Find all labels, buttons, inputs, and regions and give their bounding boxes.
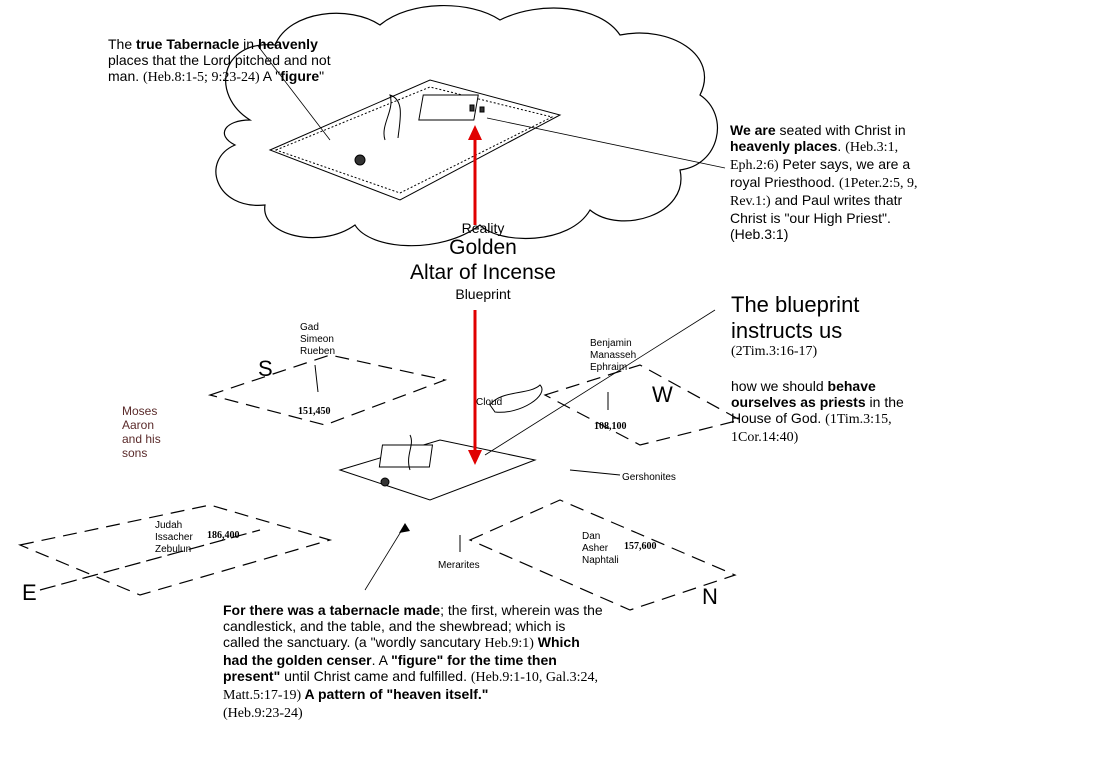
compass-s: S xyxy=(258,356,273,381)
east-count: 186,400 xyxy=(207,530,240,541)
heavenly-tabernacle xyxy=(268,79,562,201)
north-count: 151,450 xyxy=(298,406,331,417)
blueprint-body: how we should behave ourselves as priest… xyxy=(731,378,904,445)
tabernacle-made-note: For there was a tabernacle made; the fir… xyxy=(223,602,603,721)
merarites-label: Merarites xyxy=(438,560,480,571)
altar-label: Altar of Incense xyxy=(410,261,556,284)
golden-label: Golden xyxy=(449,236,517,259)
east-tribes: Judah Issacher Zebulun xyxy=(155,520,193,555)
camp-diagram xyxy=(17,354,742,611)
blueprint-ref: (2Tim.3:16-17) xyxy=(731,344,818,359)
gershonites-label: Gershonites xyxy=(622,472,676,483)
camp-tabernacle xyxy=(314,364,621,552)
north-tribes: Gad Simeon Rueben xyxy=(300,322,336,357)
compass-e: E xyxy=(22,580,37,605)
cloud-label: Cloud xyxy=(476,397,503,408)
blueprint-label: Blueprint xyxy=(455,286,511,302)
compass-w: W xyxy=(652,382,673,407)
west-tribes: Benjamin Manasseh Ephraim xyxy=(590,338,637,373)
cloud-note: The true Tabernacle in heavenly places t… xyxy=(108,36,331,85)
blueprint-title: The blueprint instructs us xyxy=(731,292,860,343)
reality-blueprint-arrows xyxy=(468,125,482,465)
south-count: 157,600 xyxy=(624,541,657,552)
priests-label: Moses Aaron and his sons xyxy=(122,404,161,460)
blueprint-note: The blueprint instructs us (2Tim.3:16-17… xyxy=(731,292,941,446)
west-count: 108,100 xyxy=(594,421,627,432)
heaven-cloud xyxy=(215,5,718,247)
south-tribes: Dan Asher Naphtali xyxy=(582,531,619,566)
reality-label: Reality xyxy=(461,220,505,236)
compass-n: N xyxy=(702,584,718,609)
center-labels: Reality Golden Altar of Incense Blueprin… xyxy=(380,220,586,302)
seated-note: We are seated with Christ in heavenly pl… xyxy=(730,122,918,242)
